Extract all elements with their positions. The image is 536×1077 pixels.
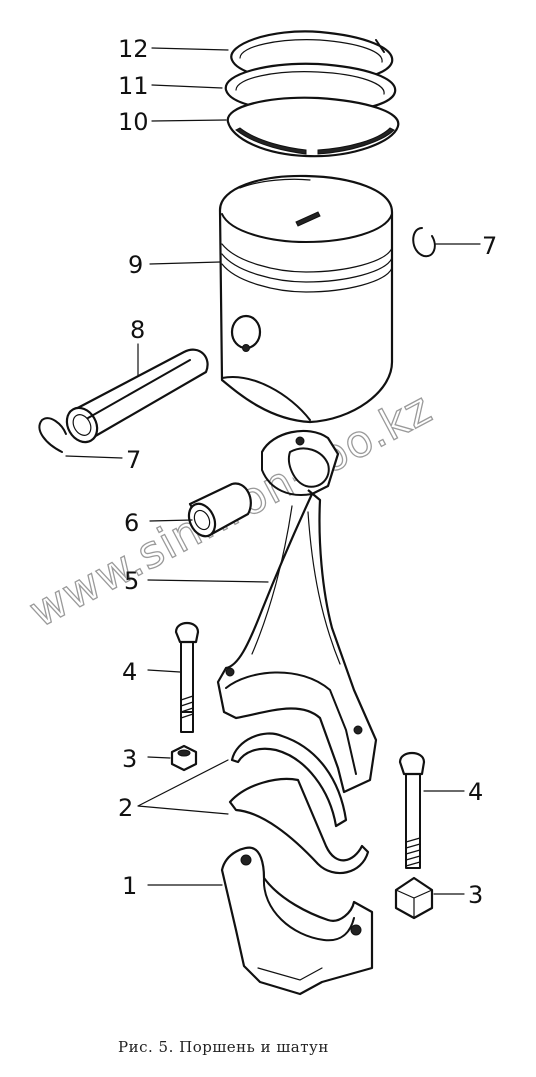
piston-pin (65, 348, 209, 444)
bearing-shell-upper (230, 732, 348, 828)
callout-bolt-left: 4 (122, 658, 137, 686)
callout-bushing: 6 (124, 509, 139, 537)
nut-left (170, 744, 198, 772)
circlip-left (38, 417, 67, 453)
callout-nut-right: 3 (468, 881, 483, 909)
callout-circlip-right: 7 (482, 232, 497, 260)
callout-piston-pin: 8 (130, 316, 145, 344)
callout-circlip-left: 7 (126, 446, 141, 474)
piston-rings (224, 30, 400, 158)
callout-connecting-rod: 5 (124, 567, 139, 595)
callout-nut-left: 3 (122, 745, 137, 773)
rod-cap (220, 846, 374, 996)
bolt-right (398, 751, 426, 869)
callout-ring-bottom: 10 (118, 108, 149, 136)
nut-right (394, 876, 434, 920)
callout-bolt-right: 4 (468, 778, 483, 806)
connecting-rod (216, 429, 378, 794)
bushing (187, 482, 252, 538)
leader-lines (65, 47, 481, 895)
piston (218, 174, 394, 424)
bearing-shell-lower (228, 777, 370, 874)
ring-bottom (226, 96, 400, 158)
bolt-left (174, 621, 200, 733)
callout-ring-middle: 11 (118, 72, 149, 100)
callout-rod-cap: 1 (122, 872, 137, 900)
callout-labels: 12 11 10 9 8 7 7 6 5 4 3 2 1 4 3 (118, 35, 497, 909)
callout-piston: 9 (128, 251, 143, 279)
figure-caption: Рис. 5. Поршень и шатун (118, 1038, 329, 1056)
circlip-right (412, 227, 436, 258)
callout-ring-top: 12 (118, 35, 149, 63)
callout-bearing-shells: 2 (118, 794, 133, 822)
